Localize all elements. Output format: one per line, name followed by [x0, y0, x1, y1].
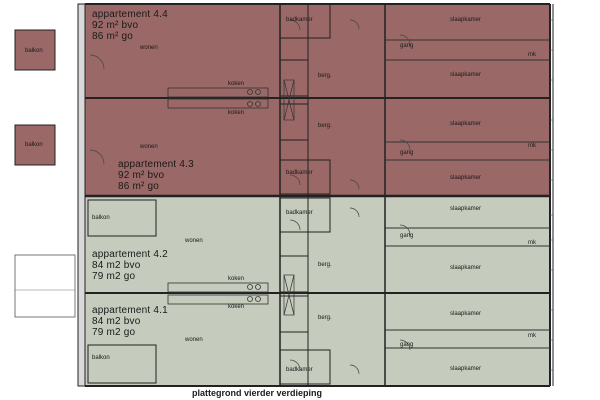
room-berg-4-4: berg.	[318, 73, 332, 79]
balcony-4-4	[14, 29, 56, 71]
apartment-4-3-go: 86 m² go	[118, 181, 160, 192]
room-badkamer-4-2: badkamer	[286, 210, 313, 216]
room-badkamer-4-4: badkamer	[286, 17, 313, 23]
room-slaapkamer-7: slaapkamer	[450, 311, 482, 317]
room-berg-4-3: berg.	[318, 123, 332, 129]
room-slaapkamer-8: slaapkamer	[450, 366, 482, 372]
apartment-4-1-name: appartement 4.1	[92, 305, 168, 316]
balcony-empty	[14, 254, 76, 318]
room-slaapkamer-5: slaapkamer	[450, 206, 482, 212]
room-badkamer-4-1: badkamer	[286, 367, 313, 373]
room-mk-4: mk	[528, 333, 536, 339]
room-wonen-4-2: wonen	[185, 238, 203, 244]
room-balkon-4-4: balkon	[25, 48, 43, 54]
lower-units-fill	[85, 196, 550, 386]
balcony-4-3	[14, 124, 56, 166]
room-koken-4-4: koken	[228, 81, 245, 87]
room-gang-4-4: gang	[400, 43, 414, 49]
room-koken-4-2: koken	[228, 276, 245, 282]
room-gang-4-2: gang	[400, 233, 414, 239]
room-slaapkamer-3: slaapkamer	[450, 121, 482, 127]
apartment-4-3-name: appartement 4.3	[118, 159, 194, 170]
room-mk-3: mk	[528, 240, 536, 246]
room-slaapkamer-2: slaapkamer	[450, 72, 482, 78]
apartment-4-1-bvo: 84 m2 bvo	[92, 316, 141, 327]
upper-units-fill	[85, 4, 550, 196]
room-balkon-4-2: balkon	[92, 215, 110, 221]
room-badkamer-4-3: badkamer	[286, 170, 313, 176]
room-mk-1: mk	[528, 52, 536, 58]
room-wonen-4-3: wonen	[140, 144, 158, 150]
room-koken-4-3: koken	[228, 110, 245, 116]
apartment-4-1-go: 79 m2 go	[92, 327, 136, 338]
apartment-4-4-name: appartement 4.4	[92, 9, 168, 20]
room-berg-4-1: berg.	[318, 315, 332, 321]
room-balkon-4-1: balkon	[92, 355, 110, 361]
room-wonen-4-1: wonen	[185, 337, 203, 343]
room-berg-4-2: berg.	[318, 262, 332, 268]
room-mk-2: mk	[528, 143, 536, 149]
room-gang-4-1: gang	[400, 342, 414, 348]
room-balkon-4-3: balkon	[25, 142, 43, 148]
room-slaapkamer-1: slaapkamer	[450, 17, 482, 23]
room-slaapkamer-6: slaapkamer	[450, 265, 482, 271]
room-wonen-4-4: wonen	[140, 45, 158, 51]
room-gang-4-3: gang	[400, 150, 414, 156]
apartment-4-2-name: appartement 4.2	[92, 249, 168, 260]
apartment-4-2-bvo: 84 m2 bvo	[92, 260, 141, 271]
apartment-4-3-bvo: 92 m² bvo	[118, 170, 165, 181]
room-slaapkamer-4: slaapkamer	[450, 175, 482, 181]
plan-title: plattegrond vierder verdieping	[192, 388, 323, 398]
apartment-4-4-go: 86 m² go	[92, 31, 134, 42]
apartment-4-2-go: 79 m2 go	[92, 271, 136, 282]
room-koken-4-1: koken	[228, 304, 245, 310]
apartment-4-4-bvo: 92 m² bvo	[92, 20, 139, 31]
